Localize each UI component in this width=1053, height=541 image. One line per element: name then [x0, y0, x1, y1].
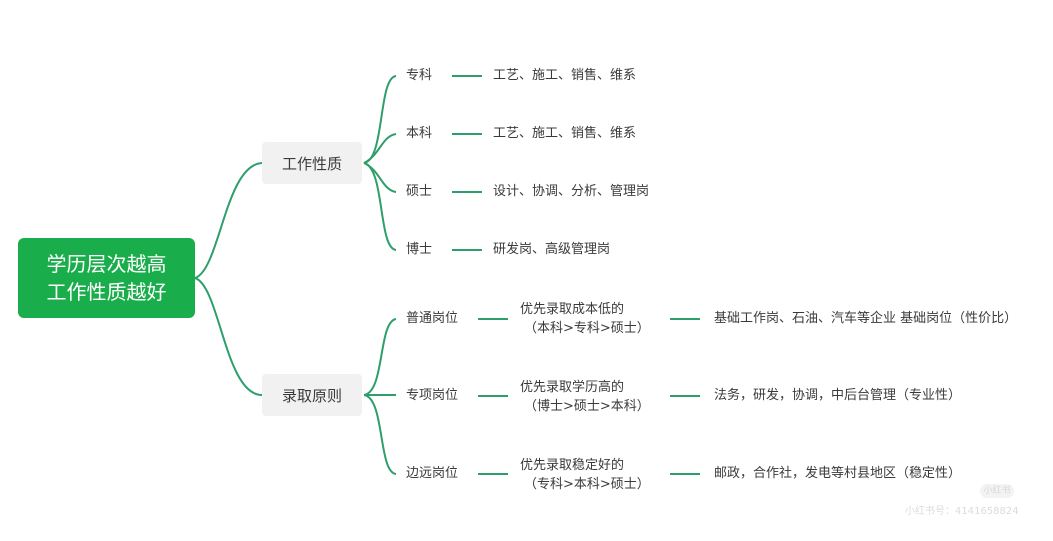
leaf-special[interactable]: 法务，研发，协调，中后台管理（专业性）	[714, 388, 962, 403]
leaf-benke[interactable]: 工艺、施工、销售、维系	[493, 126, 637, 141]
connector-dash	[478, 473, 508, 475]
connector-dash	[452, 249, 482, 251]
mid-node-remote[interactable]: 优先录取稳定好的 （专科>本科>硕士）	[520, 456, 650, 494]
watermark-id: 小红书号：4141658824	[905, 506, 1019, 517]
connector-dash	[478, 395, 508, 397]
watermark-badge: 小红书	[980, 484, 1014, 498]
branch-label: 录取原则	[281, 386, 342, 405]
connector-dash	[452, 191, 482, 193]
branch-node-work-nature[interactable]: 工作性质	[262, 142, 362, 184]
node-boshi[interactable]: 博士	[406, 242, 433, 257]
leaf-shuoshi[interactable]: 设计、协调、分析、管理岗	[493, 184, 650, 199]
branch-node-admission-principle[interactable]: 录取原则	[262, 374, 362, 416]
root-node[interactable]: 学历层次越高 工作性质越好	[18, 238, 195, 318]
leaf-boshi[interactable]: 研发岗、高级管理岗	[493, 242, 611, 257]
connector-dash	[452, 75, 482, 77]
root-title-line1: 学历层次越高	[46, 252, 167, 276]
node-remote-position[interactable]: 边远岗位	[406, 466, 459, 481]
connector-dash	[670, 318, 700, 320]
mid-node-general[interactable]: 优先录取成本低的 （本科>专科>硕士）	[520, 300, 650, 338]
mid-node-special[interactable]: 优先录取学历高的 （博士>硕士>本科）	[520, 378, 650, 416]
connector-dash	[478, 318, 508, 320]
node-benke[interactable]: 本科	[406, 126, 433, 141]
mid-line2: （本科>专科>硕士）	[524, 321, 650, 336]
mid-line2: （专科>本科>硕士）	[524, 477, 650, 492]
branch-label: 工作性质	[281, 154, 342, 173]
node-special-position[interactable]: 专项岗位	[406, 388, 459, 403]
leaf-remote[interactable]: 邮政，合作社，发电等村县地区（稳定性）	[714, 466, 962, 481]
node-shuoshi[interactable]: 硕士	[406, 184, 433, 199]
mid-line1: 优先录取学历高的	[520, 380, 625, 395]
connector-dash	[670, 395, 700, 397]
node-general-position[interactable]: 普通岗位	[406, 311, 459, 326]
mid-line1: 优先录取成本低的	[520, 302, 625, 317]
mid-line1: 优先录取稳定好的	[520, 458, 625, 473]
node-zhuanke[interactable]: 专科	[406, 68, 433, 83]
connector-dash	[452, 133, 482, 135]
root-title-line2: 工作性质越好	[46, 280, 167, 304]
connector-dash	[670, 473, 700, 475]
leaf-general[interactable]: 基础工作岗、石油、汽车等企业 基础岗位（性价比）	[714, 311, 1018, 326]
mid-line2: （博士>硕士>本科）	[524, 399, 650, 414]
leaf-zhuanke[interactable]: 工艺、施工、销售、维系	[493, 68, 637, 83]
